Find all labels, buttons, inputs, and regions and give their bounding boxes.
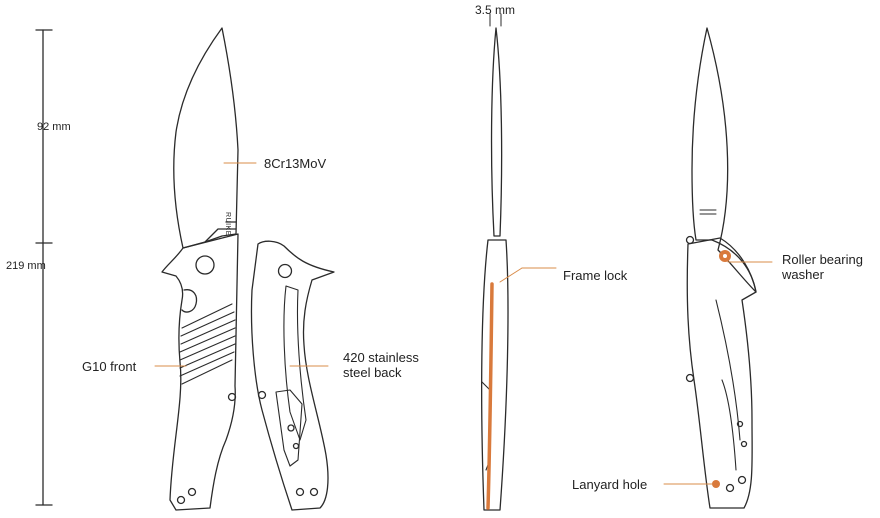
knife-front-view	[161, 27, 239, 511]
lanyard-hole	[712, 480, 720, 488]
knife-back-view	[250, 240, 335, 511]
pivot-front	[195, 255, 215, 275]
screw-front-1	[227, 392, 237, 402]
screw-front-3	[176, 495, 186, 505]
frame-lock-cutout	[283, 285, 307, 441]
blade-front	[173, 27, 239, 249]
knife-spine-view	[481, 27, 509, 511]
g10-front-label: G10 front	[82, 359, 137, 374]
total-length-label: 219 mm	[6, 260, 46, 272]
g10-front-handle	[161, 233, 239, 511]
steel-back-label-line1: 420 stainless	[343, 350, 419, 365]
handle-side	[686, 237, 757, 509]
dimension-lines	[35, 13, 502, 506]
screw-back-1	[257, 390, 267, 400]
screw-back-3	[309, 487, 319, 497]
brand-mark: RUIKE	[224, 212, 231, 236]
blade-thickness-label: 3.5 mm	[475, 3, 516, 17]
screw-side-1	[685, 235, 695, 245]
leader-lines	[154, 162, 773, 485]
frame-lock-bar	[486, 282, 494, 510]
lanyard-hole-label: Lanyard hole	[572, 477, 648, 492]
screw-front-2	[187, 487, 197, 497]
blade-spine	[490, 27, 503, 237]
washer-label-line2: washer	[782, 267, 824, 282]
screw-side-3	[725, 483, 735, 493]
blade-steel-label: 8Cr13MoV	[264, 156, 327, 171]
steel-back-label-line2: steel back	[343, 365, 402, 380]
washer-label: Roller bearing washer	[782, 252, 863, 282]
pocket-clip	[275, 389, 303, 467]
knife-side-view	[685, 27, 757, 509]
handle-spine	[481, 239, 509, 511]
steel-back-handle	[250, 240, 335, 511]
frame-lock-label: Frame lock	[563, 268, 628, 283]
blade-length-label: 92 mm	[37, 121, 71, 133]
screw-side-2	[685, 373, 695, 383]
blade-side	[691, 27, 757, 293]
steel-back-label: 420 stainless steel back	[343, 350, 419, 380]
screw-side-4	[737, 475, 747, 485]
flipper-recess	[181, 289, 198, 313]
screw-back-2	[295, 487, 305, 497]
pivot-back	[277, 263, 293, 279]
grip-grooves	[179, 303, 236, 385]
washer-label-line1: Roller bearing	[782, 252, 863, 267]
